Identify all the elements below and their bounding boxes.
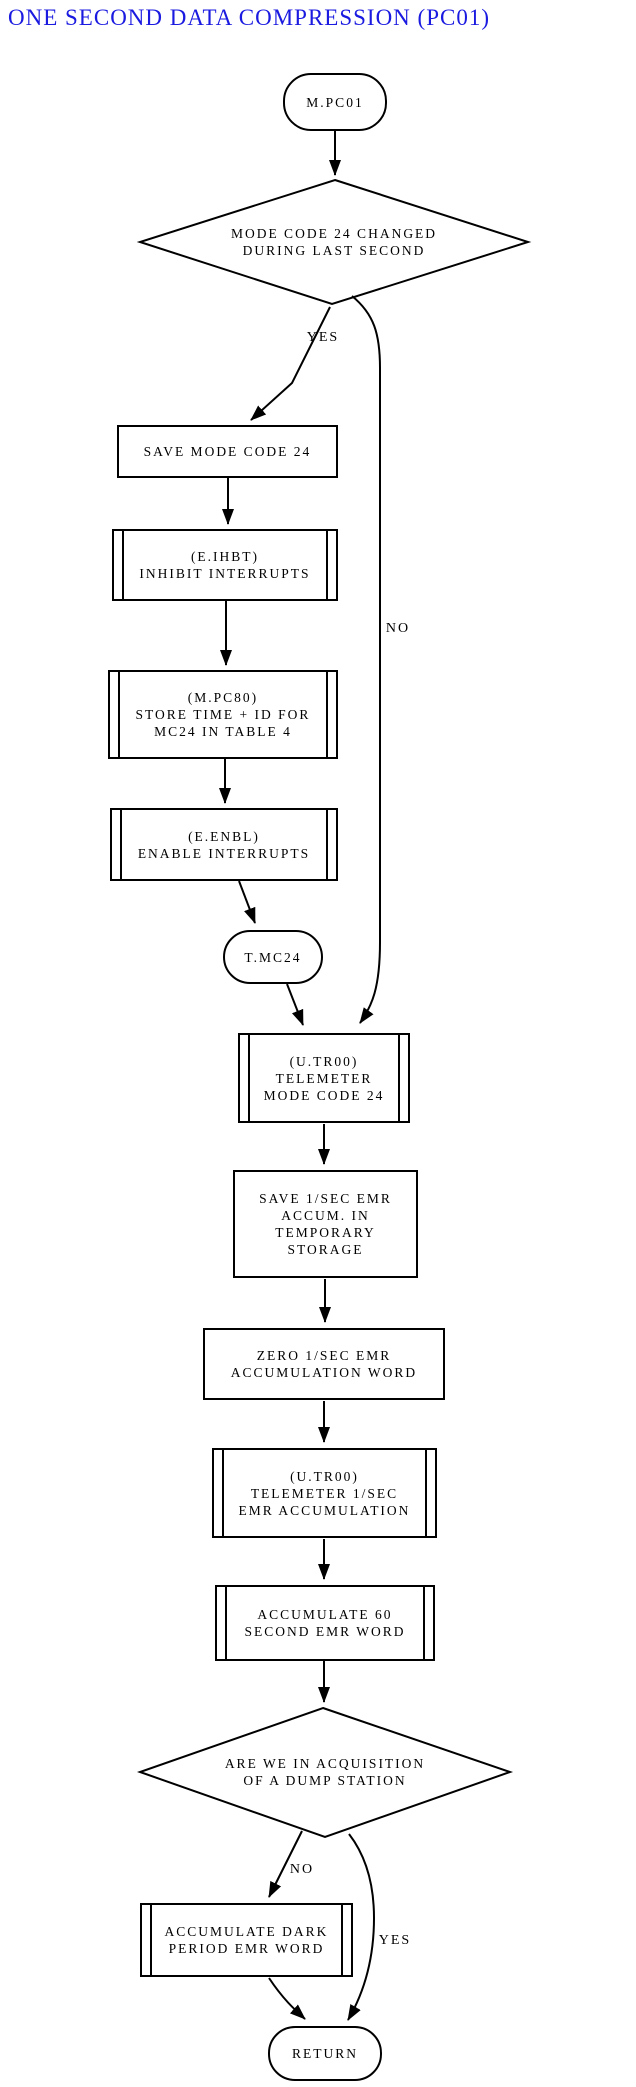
store-time-node: (M.PC80) STORE TIME + ID FOR MC24 IN TAB…	[108, 670, 338, 759]
save-emr-line2: ACCUM. IN	[281, 1208, 370, 1223]
decision-mode-code-diamond	[136, 178, 532, 306]
save-mode-code-label: SAVE MODE CODE 24	[143, 444, 312, 459]
edge-label-yes2: YES	[378, 1933, 412, 1948]
zero-emr-line2: ACCUMULATION WORD	[230, 1365, 418, 1380]
save-emr-line3: TEMPORARY	[275, 1225, 376, 1240]
accumulate-60-line1: ACCUMULATE 60	[257, 1607, 393, 1622]
edge-label-no1: NO	[385, 621, 411, 636]
edge-label-no2: NO	[289, 1862, 315, 1877]
enable-interrupts-node: (E.ENBL) ENABLE INTERRUPTS	[110, 808, 338, 881]
tmc24-label: T.MC24	[244, 949, 302, 965]
decision-acquisition-line2: OF A DUMP STATION	[243, 1773, 407, 1788]
accumulate-60-line2: SECOND EMR WORD	[244, 1624, 406, 1639]
decision-acquisition-line1: ARE WE IN ACQUISITION	[224, 1756, 426, 1771]
inhibit-line1: (E.IHBT)	[190, 549, 260, 564]
telemeter-emr-line3: EMR ACCUMULATION	[238, 1502, 411, 1518]
enable-line1: (E.ENBL)	[188, 828, 260, 844]
inhibit-line2: INHIBIT INTERRUPTS	[139, 566, 311, 581]
accumulate-60-node: ACCUMULATE 60 SECOND EMR WORD	[215, 1585, 435, 1661]
decision-mode-code-line1: MODE CODE 24 CHANGED	[230, 226, 438, 241]
return-label: RETURN	[292, 2046, 358, 2061]
store-time-line2: STORE TIME + ID FOR	[135, 707, 311, 722]
telemeter-mc-line2: TELEMETER	[275, 1070, 373, 1086]
store-time-line3: MC24 IN TABLE 4	[154, 724, 292, 739]
start-node-label: M.PC01	[306, 94, 364, 110]
edge-label-yes1: YES	[306, 330, 340, 345]
accumulate-dark-line1: ACCUMULATE DARK	[164, 1924, 329, 1939]
accumulate-dark-node: ACCUMULATE DARK PERIOD EMR WORD	[140, 1903, 353, 1977]
enable-line2: ENABLE INTERRUPTS	[137, 845, 311, 861]
edge-yes-to-return	[347, 1833, 376, 2021]
accumulate-dark-line2: PERIOD EMR WORD	[168, 1941, 325, 1956]
zero-emr-node: ZERO 1/SEC EMR ACCUMULATION WORD	[203, 1328, 445, 1400]
telemeter-emr-node: (U.TR00) TELEMETER 1/SEC EMR ACCUMULATIO…	[212, 1448, 437, 1538]
decision-acquisition-diamond	[136, 1706, 514, 1839]
telemeter-mc-line3: MODE CODE 24	[263, 1087, 385, 1103]
return-node: RETURN	[268, 2026, 382, 2081]
save-emr-node: SAVE 1/SEC EMR ACCUM. IN TEMPORARY STORA…	[233, 1170, 418, 1278]
telemeter-emr-line1: (U.TR00)	[290, 1468, 359, 1484]
zero-emr-line1: ZERO 1/SEC EMR	[256, 1348, 392, 1363]
start-node: M.PC01	[283, 73, 387, 131]
store-time-line1: (M.PC80)	[187, 690, 259, 705]
decision-mode-code-line2: DURING LAST SECOND	[242, 243, 426, 258]
edge-enable-to-tmc24	[238, 880, 256, 924]
telemeter-mode-code-node: (U.TR00) TELEMETER MODE CODE 24	[238, 1033, 410, 1123]
edge-no-to-telemeter	[351, 295, 381, 1024]
decision-acquisition-text: ARE WE IN ACQUISITION OF A DUMP STATION	[175, 1754, 475, 1790]
edge-no-to-accumulate-dark	[268, 1830, 303, 1898]
edge-tmc24-to-telemeter	[286, 983, 304, 1026]
telemeter-mc-line1: (U.TR00)	[289, 1053, 359, 1069]
edge-yes-to-save-mode-code	[250, 306, 331, 421]
save-emr-line1: SAVE 1/SEC EMR	[259, 1191, 392, 1206]
telemeter-emr-line2: TELEMETER 1/SEC	[250, 1485, 399, 1501]
decision-mode-code-text: MODE CODE 24 CHANGED DURING LAST SECOND	[184, 224, 484, 260]
save-emr-line4: STORAGE	[287, 1242, 364, 1257]
page-title: ONE SECOND DATA COMPRESSION (PC01)	[8, 5, 490, 30]
tmc24-node: T.MC24	[223, 930, 323, 984]
inhibit-interrupts-node: (E.IHBT) INHIBIT INTERRUPTS	[112, 529, 338, 601]
save-mode-code-node: SAVE MODE CODE 24	[117, 425, 338, 478]
edge-dark-to-return	[268, 1977, 306, 2020]
